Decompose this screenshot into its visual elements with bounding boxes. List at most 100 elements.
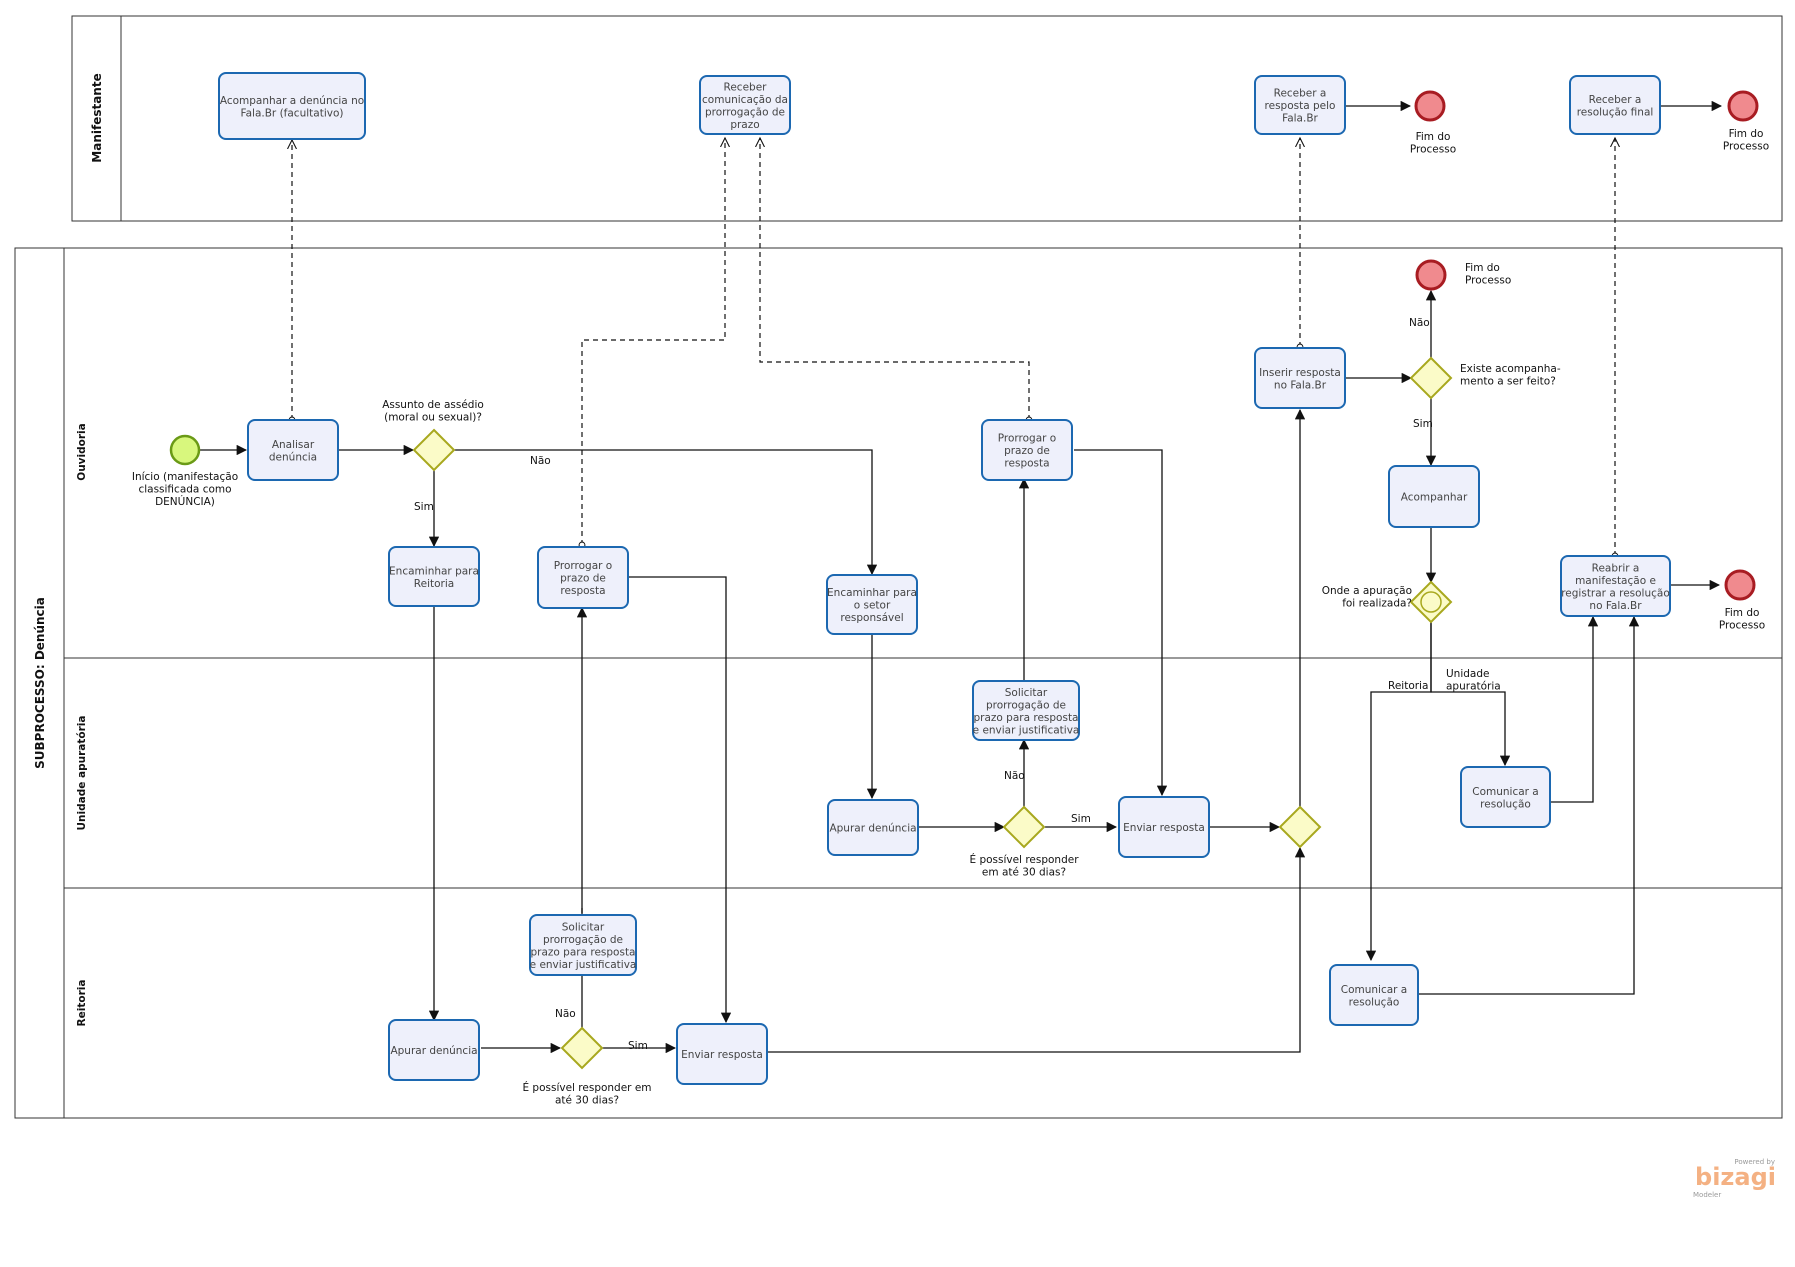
task-label: comunicação da (702, 94, 788, 106)
label-sim: Sim (1413, 418, 1433, 430)
task-apurar-un[interactable]: Apurar denúncia (827, 799, 919, 856)
task-label: Prorrogar o (554, 560, 612, 572)
msg-prorrogar1-receber (582, 138, 725, 545)
gateway-30dias-reitoria (560, 1026, 604, 1070)
task-label: resolução (1349, 996, 1400, 1008)
task-label: resposta (560, 585, 605, 597)
task-label: resolução final (1577, 106, 1654, 118)
task-label: denúncia (269, 451, 317, 463)
event-based-marker (1420, 591, 1442, 613)
task-label: resposta pelo (1265, 100, 1336, 112)
end-event-acompanhamento (1415, 259, 1447, 291)
gateway-30dias-unidade (1002, 805, 1046, 849)
task-label: prorrogação de (705, 106, 785, 118)
task-label: Enviar resposta (681, 1049, 763, 1061)
message-flows (292, 138, 1615, 556)
start-event (169, 434, 201, 466)
task-label: Comunicar a (1341, 984, 1408, 996)
task-label: prazo para resposta (530, 946, 635, 958)
label-sim: Sim (414, 501, 434, 513)
task-label: Analisar (272, 439, 315, 451)
task-label: Acompanhar (1401, 492, 1468, 504)
task-label: prazo de (1004, 445, 1050, 457)
label-gw-acompanhamento: Existe acompanha-mento a ser feito? (1460, 363, 1561, 388)
task-label: Solicitar (562, 921, 605, 933)
label-gw-assedio: Assunto de assédio(moral ou sexual)? (382, 399, 484, 424)
label-reitoria: Reitoria (1388, 680, 1428, 692)
bizagi-branding: Powered by bizagi Modeler (1693, 1158, 1776, 1199)
task-label: Fala.Br (facultativo) (241, 107, 344, 119)
label-sim: Sim (628, 1040, 648, 1052)
task-label: Receber (724, 81, 768, 93)
gateway-assedio (412, 428, 456, 472)
task-label: Prorrogar o (998, 433, 1056, 445)
task-label: no Fala.Br (1589, 600, 1642, 612)
task-label: resolução (1480, 798, 1531, 810)
end-event-resolucao (1727, 90, 1759, 122)
task-enviar-re[interactable]: Enviar resposta (676, 1023, 768, 1085)
task-label: resposta (1004, 458, 1049, 470)
task-label: Receber a (1589, 94, 1642, 106)
task-label: Enviar resposta (1123, 822, 1205, 834)
task-label: Reabrir a (1592, 562, 1640, 574)
task-label: Solicitar (1005, 687, 1048, 699)
task-label: manifestação e (1575, 575, 1656, 587)
task-label: prazo de (560, 573, 606, 585)
lane-ouvidoria-title: Ouvidoria (76, 423, 88, 480)
task-label: Fala.Br (1282, 113, 1318, 125)
task-acompanhar[interactable]: Acompanhar (1388, 465, 1480, 528)
task-label: Comunicar a (1472, 786, 1539, 798)
gateways (412, 356, 1453, 1070)
task-label: Apurar denúncia (829, 823, 916, 835)
powered-by: Powered by (1734, 1158, 1775, 1166)
task-label: prazo para resposta (973, 712, 1078, 724)
task-label: responsável (840, 612, 903, 624)
task-apurar-re[interactable]: Apurar denúncia (388, 1019, 480, 1081)
label-sim: Sim (1071, 813, 1091, 825)
task-label: Encaminhar para (827, 587, 917, 599)
task-label: e enviar justificativa (973, 724, 1080, 736)
task-label: prorrogação de (543, 934, 623, 946)
task-label: Apurar denúncia (390, 1045, 477, 1057)
events (169, 90, 1759, 601)
bizagi-logo: bizagi (1695, 1163, 1776, 1191)
task-label: prazo (730, 119, 759, 131)
pool-manifestante-title: Manifestante (90, 73, 104, 162)
task-label: registrar a resolução (1561, 587, 1670, 599)
label-nao: Não (530, 455, 551, 467)
gateway-onde-apuracao (1409, 580, 1453, 624)
end-event-resposta (1414, 90, 1446, 122)
modeler-label: Modeler (1693, 1191, 1721, 1199)
msg-prorrogar2-receber (760, 138, 1029, 420)
task-label: Acompanhar a denúncia no (220, 95, 364, 107)
task-label: Receber a (1274, 88, 1327, 100)
task-enviar-un[interactable]: Enviar resposta (1118, 796, 1210, 858)
lane-reitoria-title: Reitoria (76, 980, 88, 1027)
task-label: no Fala.Br (1274, 379, 1327, 391)
label-nao: Não (555, 1008, 576, 1020)
end-event-reabrir (1724, 569, 1756, 601)
